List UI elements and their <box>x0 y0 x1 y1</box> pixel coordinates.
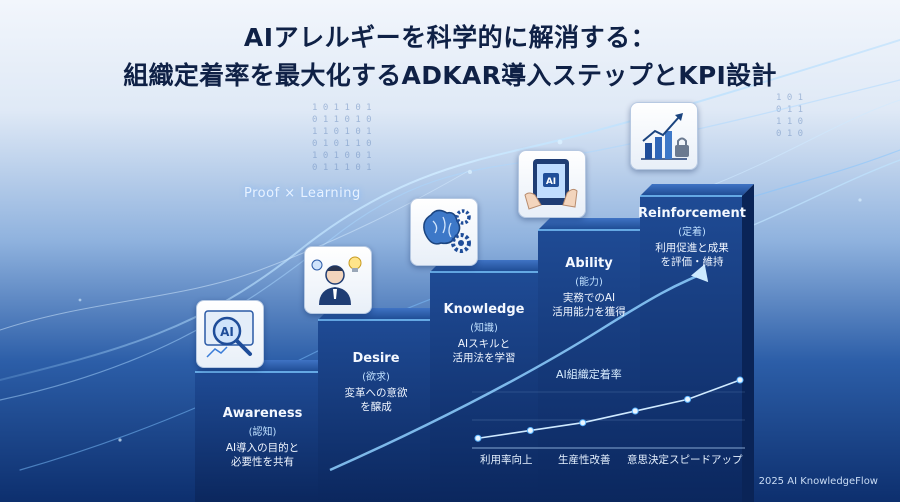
page-title-line1: AIアレルギーを科学的に解消する： <box>243 23 657 52</box>
step-knowledge-name: Knowledge <box>443 302 525 317</box>
step-desire: Desire (欲求) 変革への意欲 を醸成 <box>322 351 430 414</box>
step-awareness-desc1: AI導入の目的と <box>225 442 300 454</box>
svg-text:1 1 0 1 0 1: 1 1 0 1 0 1 <box>312 127 372 137</box>
series-point-5 <box>736 376 744 384</box>
series-point-4 <box>684 395 692 403</box>
growth-arrow <box>329 264 709 472</box>
step-awareness-desc2: 必要性を共有 <box>231 456 294 468</box>
series-point-1 <box>526 426 534 434</box>
series-line-group <box>474 376 744 442</box>
copyright-footer: 2025 AI KnowledgeFlow <box>758 476 878 487</box>
svg-text:AI: AI <box>220 325 234 339</box>
step-ability: Ability (能力) 実務でのAI 活用能力を獲得 <box>538 256 640 319</box>
growth-chart-lock-icon <box>630 102 698 170</box>
step-knowledge-desc2: 活用法を学習 <box>452 352 516 364</box>
step-reinforcement-desc2: を評価・維持 <box>660 256 724 268</box>
step-knowledge: Knowledge (知識) AIスキルと 活用法を学習 <box>430 302 538 365</box>
page-title-line2: 組織定着率を最大化するADKAR導入ステップとKPI設計 <box>123 61 777 90</box>
series-point-0 <box>474 434 482 442</box>
tablet-ai-icon: AI <box>518 150 586 218</box>
svg-text:0 1 1 0 1 0: 0 1 1 0 1 0 <box>312 115 372 125</box>
step-desire-name: Desire <box>352 351 400 366</box>
svg-text:AI: AI <box>546 177 556 187</box>
step-ability-desc1: 実務でのAI <box>562 292 616 304</box>
axis-label-decision-speed: 意思決定スピードアップ <box>627 454 743 466</box>
step-ability-jp: (能力) <box>575 277 603 288</box>
binary-code-pattern: 1 0 1 1 0 1 0 1 1 0 1 0 1 1 0 1 0 1 0 1 … <box>312 93 803 173</box>
series-point-2 <box>579 419 587 427</box>
svg-text:0 1 1: 0 1 1 <box>776 105 803 115</box>
svg-text:1 0 1 0 0 1: 1 0 1 0 0 1 <box>312 151 372 161</box>
series-point-3 <box>631 407 639 415</box>
svg-text:1 0 1: 1 0 1 <box>776 93 803 103</box>
svg-text:0 1 0: 0 1 0 <box>776 129 803 139</box>
step-knowledge-jp: (知識) <box>470 323 498 334</box>
step-desire-desc1: 変革への意欲 <box>344 387 408 399</box>
step-ability-name: Ability <box>565 256 613 271</box>
svg-text:1 0 1 1 0 1: 1 0 1 1 0 1 <box>312 103 372 113</box>
step-knowledge-desc1: AIスキルと <box>457 338 511 350</box>
svg-text:0 1 0 1 1 0: 0 1 0 1 1 0 <box>312 139 372 149</box>
svg-text:1 1 0: 1 1 0 <box>776 117 803 127</box>
step-ability-desc2: 活用能力を獲得 <box>552 306 626 318</box>
step-reinforcement-jp: (定着) <box>678 227 706 238</box>
svg-text:0 1 1 1 0 1: 0 1 1 1 0 1 <box>312 163 372 173</box>
axis-label-usage: 利用率向上 <box>480 454 533 466</box>
kpi-chart <box>472 376 745 449</box>
step-awareness-name: Awareness <box>222 406 303 421</box>
axis-label-productivity: 生産性改善 <box>558 454 611 466</box>
step-reinforcement-name: Reinforcement <box>638 206 746 221</box>
step-desire-desc2: を醸成 <box>360 401 392 413</box>
chart-series-label: AI組織定着率 <box>556 368 622 381</box>
step-reinforcement: Reinforcement (定着) 利用促進と成果 を評価・維持 <box>636 206 748 269</box>
proof-learning-label: Proof × Learning <box>244 186 361 201</box>
magnifier-ai-icon: AI <box>196 300 264 368</box>
series-line <box>477 379 741 440</box>
step-awareness-jp: (認知) <box>248 427 277 438</box>
step-desire-jp: (欲求) <box>362 372 390 383</box>
brain-gears-icon <box>410 198 478 266</box>
staircase <box>195 184 754 502</box>
step-awareness: Awareness (認知) AI導入の目的と 必要性を共有 <box>205 406 320 469</box>
step-reinforcement-desc1: 利用促進と成果 <box>655 242 729 254</box>
person-lightbulb-icon <box>304 246 372 314</box>
